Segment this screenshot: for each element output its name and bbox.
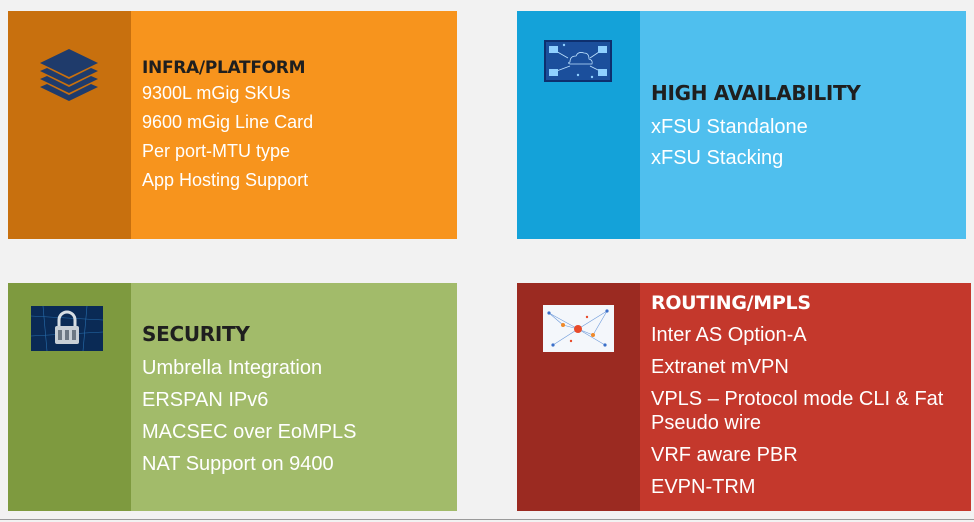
card-infra-content: INFRA/PLATFORM 9300L mGig SKUs 9600 mGig… — [131, 11, 457, 239]
list-item: 9300L mGig SKUs — [142, 83, 291, 103]
card-title: HIGH AVAILABILITY — [651, 81, 861, 105]
card-security-sidebar — [8, 283, 131, 511]
card-title: INFRA/PLATFORM — [142, 58, 306, 78]
padlock-icon — [31, 306, 103, 351]
cloud-network-icon — [544, 40, 612, 82]
list-item: Extranet mVPN — [651, 356, 789, 378]
card-title: ROUTING/MPLS — [651, 292, 811, 314]
list-item: Inter AS Option-A — [651, 324, 807, 346]
card-routing-mpls: ROUTING/MPLS Inter AS Option-A Extranet … — [517, 283, 971, 511]
list-item: ERSPAN IPv6 — [142, 389, 269, 411]
card-routing-content: ROUTING/MPLS Inter AS Option-A Extranet … — [640, 283, 971, 511]
list-item: xFSU Stacking — [651, 147, 784, 169]
card-ha-sidebar — [517, 11, 640, 239]
card-title: SECURITY — [142, 322, 250, 346]
list-item: NAT Support on 9400 — [142, 453, 334, 475]
card-security-content: SECURITY Umbrella Integration ERSPAN IPv… — [131, 283, 457, 511]
list-item: 9600 mGig Line Card — [142, 112, 314, 132]
network-mesh-icon — [543, 305, 614, 352]
card-infra-platform: INFRA/PLATFORM 9300L mGig SKUs 9600 mGig… — [8, 11, 457, 239]
card-infra-sidebar — [8, 11, 131, 239]
list-item: Umbrella Integration — [142, 357, 323, 379]
list-item: VPLS – Protocol mode CLI & Fat Pseudo wi… — [651, 388, 944, 434]
list-item: Per port-MTU type — [142, 141, 291, 161]
list-item: MACSEC over EoMPLS — [142, 421, 357, 443]
bottom-divider — [0, 519, 974, 520]
list-item: VRF aware PBR — [651, 444, 798, 466]
list-item: EVPN-TRM — [651, 476, 756, 498]
list-item: xFSU Standalone — [651, 116, 808, 138]
card-high-availability: HIGH AVAILABILITY xFSU Standalone xFSU S… — [517, 11, 966, 239]
list-item: App Hosting Support — [142, 170, 309, 190]
layers-icon — [40, 49, 98, 101]
card-routing-sidebar — [517, 283, 640, 511]
card-security: SECURITY Umbrella Integration ERSPAN IPv… — [8, 283, 457, 511]
card-ha-content: HIGH AVAILABILITY xFSU Standalone xFSU S… — [640, 11, 966, 239]
